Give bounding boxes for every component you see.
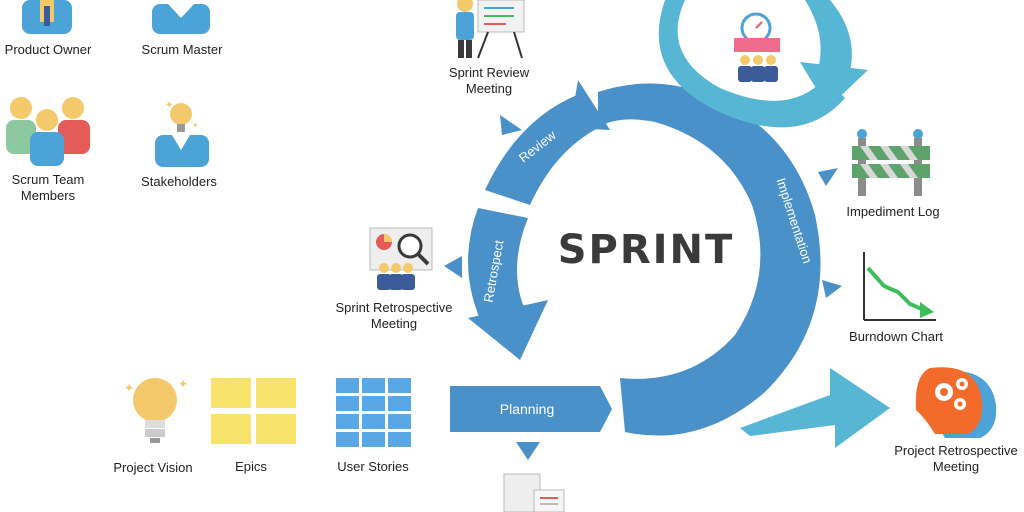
svg-text:✦: ✦ bbox=[178, 377, 188, 391]
impediment-log-label: Impediment Log bbox=[846, 204, 940, 219]
planning-label: Planning bbox=[500, 401, 555, 417]
user-story-card bbox=[362, 396, 385, 411]
user-story-card bbox=[362, 432, 385, 447]
epics-label: Epics bbox=[235, 459, 267, 474]
pointer-burndown bbox=[822, 280, 842, 298]
user-story-card bbox=[388, 414, 411, 429]
retrospect-arrowhead bbox=[468, 300, 548, 360]
sprint-review-label: Sprint Review Meeting bbox=[449, 65, 529, 97]
sprint-retro-label: Sprint Retrospective Meeting bbox=[335, 300, 452, 332]
implementation-arc bbox=[598, 83, 821, 436]
sprint-retro-label-line1: Sprint Retrospective bbox=[335, 300, 453, 315]
epics-icon bbox=[211, 378, 296, 444]
scrum-master-icon bbox=[152, 4, 210, 34]
user-story-card bbox=[336, 378, 359, 393]
sprint-cycle bbox=[444, 0, 890, 460]
scrum-master-label: Scrum Master bbox=[141, 42, 223, 57]
project-vision-icon: ✦ ✦ bbox=[124, 377, 188, 443]
sprint-review-label-line1: Sprint Review bbox=[448, 65, 530, 80]
user-stories-icon bbox=[336, 378, 411, 447]
scrum-team-label-line2: Members bbox=[20, 188, 76, 203]
scrum-team-icon bbox=[6, 97, 90, 166]
project-retro-label-line1: Project Retrospective bbox=[894, 443, 1018, 458]
sprint-retrospective-icon bbox=[369, 227, 433, 290]
user-story-card bbox=[388, 378, 411, 393]
stakeholders-label: Stakeholders bbox=[141, 174, 217, 189]
pointer-release bbox=[516, 442, 540, 460]
release-scroll-icon bbox=[503, 473, 565, 512]
sprint-review-label-line2: Meeting bbox=[465, 81, 513, 96]
daily-standup-icon bbox=[734, 12, 780, 82]
daily-loop-arrowhead bbox=[800, 62, 868, 108]
user-story-card bbox=[336, 414, 359, 429]
scrum-team-label: Scrum Team Members bbox=[12, 172, 85, 204]
sprint-title: SPRINT bbox=[558, 227, 735, 273]
scrum-team-label-line1: Scrum Team bbox=[11, 172, 85, 187]
pointer-impediment bbox=[818, 168, 838, 186]
project-vision-label: Project Vision bbox=[113, 460, 193, 475]
sprint-review-icon bbox=[456, 0, 525, 59]
user-story-card bbox=[362, 414, 385, 429]
svg-text:✦: ✦ bbox=[165, 100, 173, 111]
user-story-card bbox=[388, 432, 411, 447]
project-retrospective-icon bbox=[915, 367, 997, 438]
user-story-card bbox=[362, 378, 385, 393]
pointer-sprint-review bbox=[500, 115, 522, 135]
svg-text:✦: ✦ bbox=[124, 381, 134, 395]
burndown-chart-icon bbox=[863, 252, 936, 321]
project-retro-label: Project Retrospective Meeting bbox=[894, 443, 1018, 475]
product-owner-label: Product Owner bbox=[4, 42, 92, 57]
burndown-chart-label: Burndown Chart bbox=[849, 329, 943, 344]
retrospect-arc bbox=[468, 208, 530, 330]
user-story-card bbox=[336, 396, 359, 411]
user-stories-label: User Stories bbox=[337, 459, 409, 474]
stakeholders-icon: ✦ ✦ bbox=[155, 100, 209, 167]
project-retro-label-line2: Meeting bbox=[932, 459, 980, 474]
svg-text:✦: ✦ bbox=[192, 121, 199, 130]
review-arrowhead bbox=[570, 80, 610, 130]
review-arc bbox=[485, 92, 600, 205]
project-retro-arrow bbox=[740, 368, 890, 448]
daily-loop-arc bbox=[658, 0, 845, 128]
impediment-log-icon bbox=[852, 129, 930, 196]
planning-arrow bbox=[450, 386, 612, 432]
user-story-card bbox=[388, 396, 411, 411]
product-owner-icon bbox=[22, 0, 72, 34]
sprint-retro-label-line2: Meeting bbox=[370, 316, 418, 331]
pointer-sprint-retro bbox=[444, 256, 462, 278]
user-story-card bbox=[336, 432, 359, 447]
